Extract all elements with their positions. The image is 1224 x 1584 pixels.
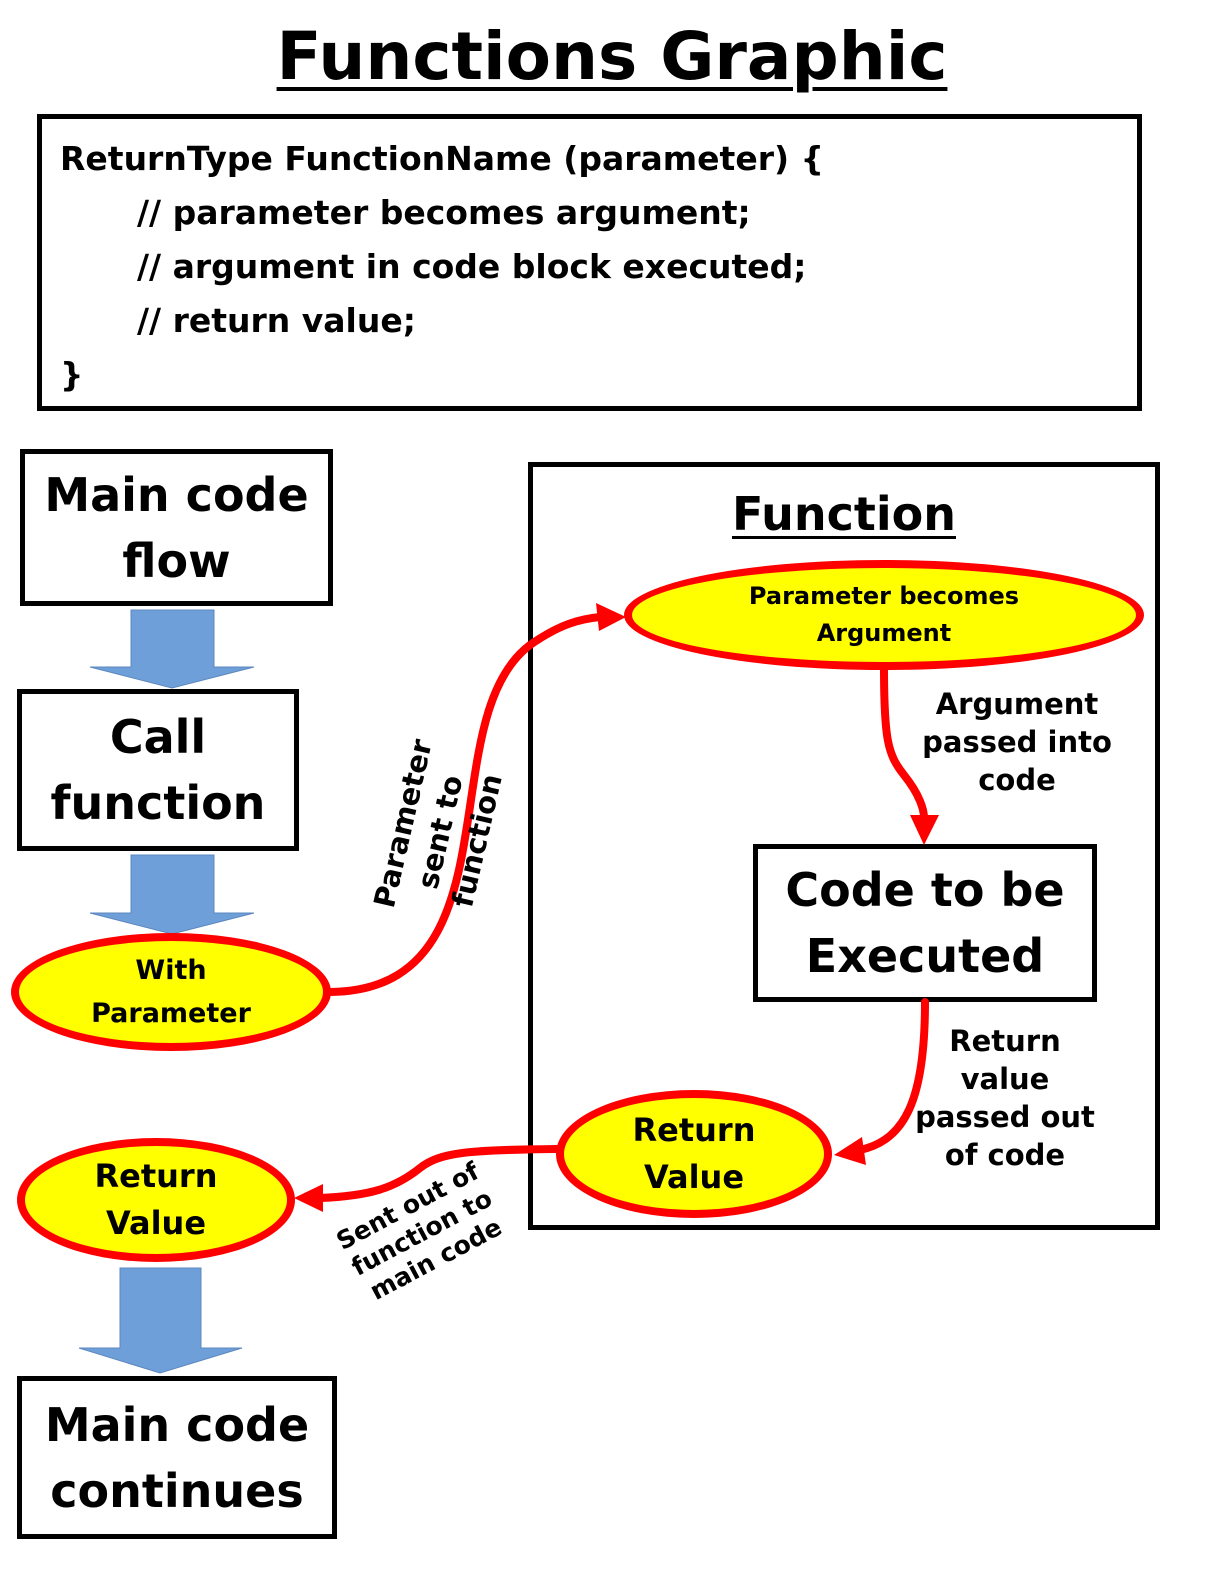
main-return-value-ellipse: Return Value <box>17 1138 295 1262</box>
main-code-flow-box: Main code flow <box>20 449 333 606</box>
code-executed-line2: Executed <box>805 929 1045 983</box>
code-line-comment-return: // return value; <box>137 301 416 340</box>
arrow-code-to-return-value <box>856 998 929 1154</box>
return-passed-line4: of code <box>944 1138 1066 1172</box>
main-return-value-line2: Value <box>105 1204 207 1242</box>
arrow-argument-to-code <box>880 664 928 822</box>
code-line-comment-argument: // argument in code block executed; <box>137 247 807 286</box>
block-arrow-down-1 <box>89 609 255 689</box>
call-function-line2: function <box>50 776 266 830</box>
main-code-continues-line1: Main code <box>44 1397 310 1452</box>
parameter-becomes-argument-ellipse: Parameter becomes Argument <box>624 560 1144 670</box>
arrowhead-parameter-to-function <box>596 603 626 631</box>
argument-passed-into-code-label: Argument passed into code <box>907 685 1127 799</box>
with-parameter-line1: With <box>135 955 207 986</box>
call-function-line1: Call <box>109 710 207 764</box>
code-to-be-executed-box: Code to be Executed <box>753 844 1097 1002</box>
arrowhead-code-to-return-value <box>834 1137 866 1165</box>
block-arrow-down-3 <box>78 1267 243 1374</box>
arrowhead-return-to-main <box>294 1184 323 1212</box>
argument-passed-line1: Argument <box>935 687 1099 721</box>
return-passed-line3: passed out <box>915 1100 1095 1134</box>
return-passed-line1: Return <box>949 1024 1061 1058</box>
code-line-closing-brace: } <box>60 355 84 394</box>
main-code-continues-box: Main code continues <box>17 1376 337 1539</box>
function-return-value-ellipse: Return Value <box>556 1090 832 1218</box>
arrow-parameter-to-function <box>326 613 604 996</box>
argument-passed-line2: passed into <box>922 725 1112 759</box>
arrowhead-argument-to-code <box>910 815 939 845</box>
parameter-becomes-line1: Parameter becomes <box>748 582 1020 610</box>
argument-passed-line3: code <box>978 763 1056 797</box>
arrow-return-to-main <box>316 1145 561 1202</box>
parameter-becomes-line2: Argument <box>816 619 952 647</box>
with-parameter-ellipse: With Parameter <box>11 933 331 1051</box>
code-executed-line1: Code to be <box>785 863 1065 917</box>
code-syntax-box: ReturnType FunctionName (parameter) { //… <box>37 114 1142 411</box>
main-code-flow-line2: flow <box>122 533 231 588</box>
return-value-passed-out-label: Return value passed out of code <box>900 1022 1110 1174</box>
main-code-flow-line1: Main code <box>44 467 309 522</box>
function-return-value-line2: Value <box>643 1158 745 1196</box>
with-parameter-line2: Parameter <box>91 998 251 1029</box>
block-arrow-down-2 <box>89 854 255 935</box>
function-return-value-line1: Return <box>632 1111 756 1149</box>
code-line-comment-parameter: // parameter becomes argument; <box>137 193 751 232</box>
call-function-box: Call function <box>17 689 299 851</box>
return-passed-line2: value <box>960 1062 1050 1096</box>
main-code-continues-line2: continues <box>50 1463 304 1518</box>
main-return-value-line1: Return <box>94 1157 218 1195</box>
page-title: Functions Graphic <box>276 18 948 95</box>
code-line-signature: ReturnType FunctionName (parameter) { <box>60 139 825 178</box>
function-heading: Function <box>731 487 956 541</box>
